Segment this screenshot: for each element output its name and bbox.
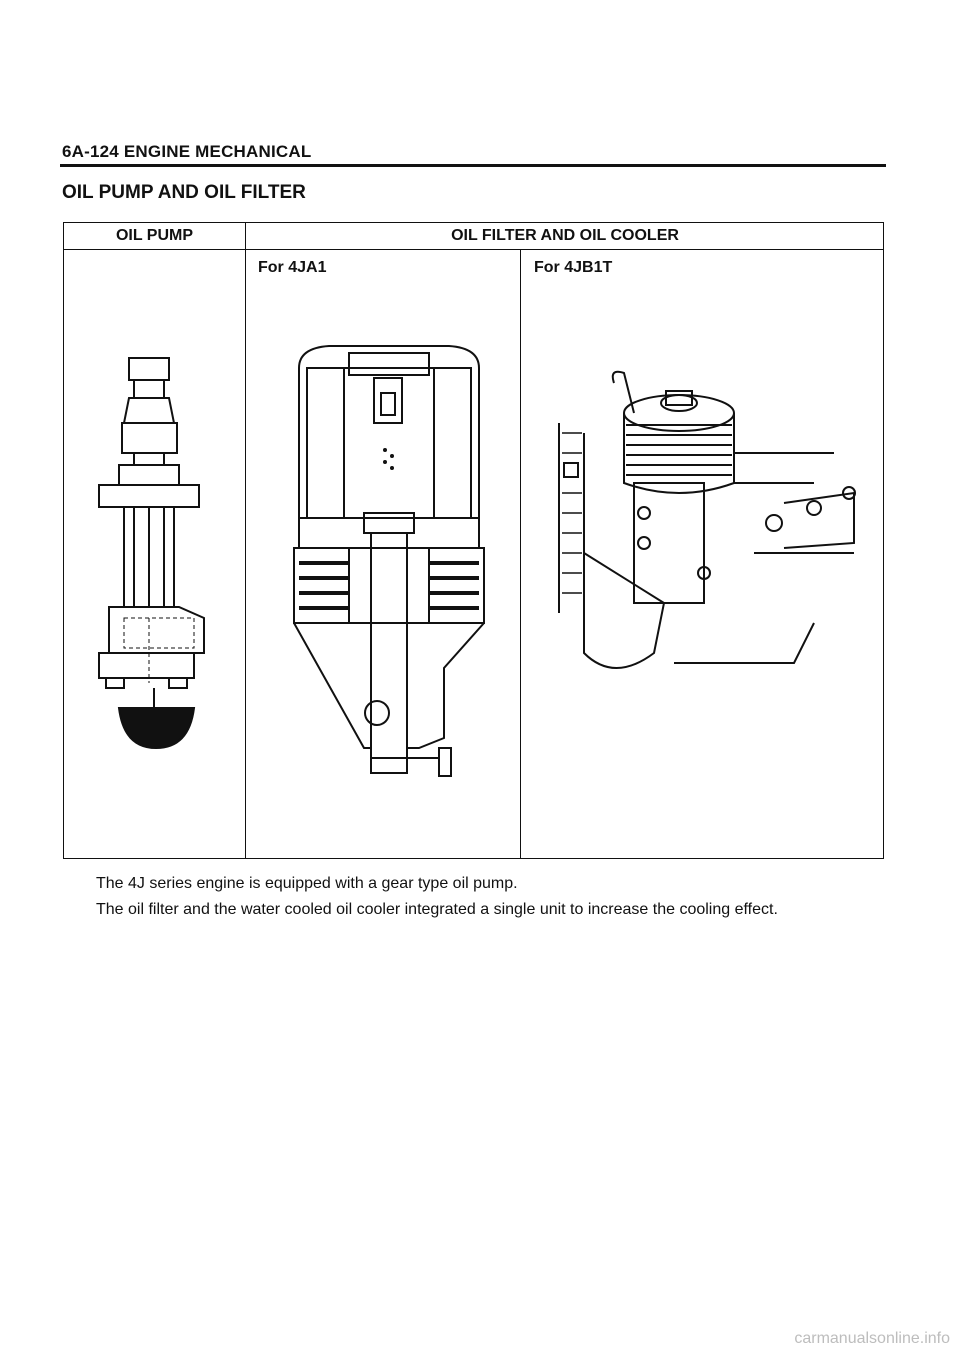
table-subcolumn-divider (520, 249, 521, 858)
section-title: OIL PUMP AND OIL FILTER (62, 182, 306, 203)
body-paragraph-line-2: The oil filter and the water cooled oil … (96, 901, 778, 918)
site-watermark: carmanualsonline.info (794, 1330, 950, 1347)
table-column-divider (245, 223, 246, 858)
page-header: 6A-124 ENGINE MECHANICAL (62, 142, 312, 161)
oil-pump-column-header: OIL PUMP (115, 227, 194, 244)
table-header-divider (64, 249, 883, 250)
oil-filter-column-header: OIL FILTER AND OIL COOLER (451, 227, 679, 244)
header-rule (60, 164, 886, 167)
variant-label-4ja1: For 4JA1 (258, 259, 327, 276)
body-paragraph-line-1: The 4J series engine is equipped with a … (96, 875, 518, 892)
oil-filter-4ja1-diagram (293, 345, 485, 777)
oil-pump-diagram (98, 357, 205, 750)
variant-label-4jb1t: For 4JB1T (534, 259, 613, 276)
figure-table: OIL PUMP OIL FILTER AND OIL COOLER For 4… (63, 222, 884, 859)
oil-cooler-4jb1t-diagram (558, 370, 856, 669)
